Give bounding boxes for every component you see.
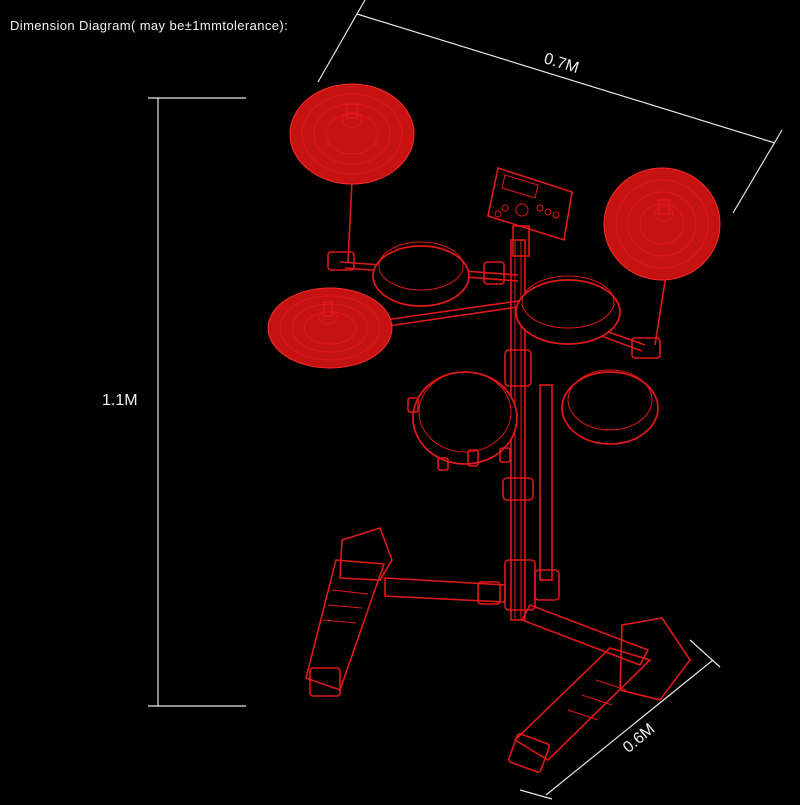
lower-left-bar <box>384 299 526 321</box>
pad-rim <box>515 279 621 345</box>
bar-clamp-center <box>483 261 505 285</box>
pedal-ridge <box>327 604 363 609</box>
snare-surface <box>418 371 512 453</box>
ride-cymbal-right <box>603 167 721 281</box>
stand-clamp-upper <box>504 349 532 387</box>
module-button-icon <box>544 208 552 216</box>
left-leg-rail <box>384 577 506 603</box>
pedal-heel <box>309 667 341 697</box>
pedal-ridge <box>567 709 599 721</box>
left-leg-clamp <box>477 581 501 605</box>
floor-tom-pad <box>561 369 659 445</box>
pad-surface <box>567 369 653 431</box>
cymbal-body <box>603 167 721 281</box>
cymbal-body <box>289 83 415 185</box>
snare-lug <box>407 397 419 413</box>
depth-dimension: 0.6M <box>519 639 721 800</box>
pedal-ridge <box>581 694 613 706</box>
cymbal-groove <box>639 203 685 245</box>
height-label: 1.1M <box>102 392 138 409</box>
height-dimension: 1.1M <box>102 97 246 707</box>
base-legs <box>384 577 650 666</box>
pedal-ridge <box>331 589 369 595</box>
snare-lug <box>499 447 511 463</box>
cymbal-bell <box>318 311 338 325</box>
depth-bottom-extension <box>519 789 553 800</box>
module-button-icon <box>501 204 509 212</box>
kick-pedal <box>507 617 691 773</box>
width-left-extension <box>317 0 366 83</box>
module-button-icon <box>536 204 544 212</box>
module-button-icon <box>494 210 502 218</box>
cymbal-groove <box>279 295 381 361</box>
tom-pad-1 <box>372 241 470 307</box>
bar-clamp-left <box>327 251 355 271</box>
hihat-cymbal <box>267 287 393 369</box>
width-dimension: 0.7M <box>317 0 783 214</box>
hihat-pedal <box>305 527 393 697</box>
snare-lug <box>437 457 449 471</box>
drum-module-assembly <box>487 166 573 257</box>
width-dimension-line <box>356 13 776 144</box>
cymbal-wingnut <box>346 103 358 119</box>
secondary-pole <box>539 384 553 581</box>
module-knob-icon <box>515 203 529 217</box>
pedal-ridge <box>322 619 357 624</box>
lower-left-bar-edge <box>387 305 526 327</box>
secondary-pole-clamp <box>534 569 560 601</box>
right-leg-rail <box>520 604 650 666</box>
kick-pedal-housing <box>619 617 691 701</box>
cymbal-groove <box>291 303 369 353</box>
pad-rim <box>372 245 470 307</box>
cymbal-groove <box>627 191 697 257</box>
cymbal-body <box>267 287 393 369</box>
pad-surface <box>521 275 615 329</box>
stand-base-clamp <box>504 559 536 611</box>
cymbal-wingnut <box>658 199 670 215</box>
right-cymbal-rod <box>654 274 667 346</box>
diagram-title: Dimension Diagram( may be±1mmtolerance): <box>10 18 289 33</box>
module-button-icon <box>552 211 560 219</box>
snare-pad <box>407 371 518 471</box>
snare-rim <box>412 371 518 465</box>
kick-pedal-footboard <box>513 647 652 762</box>
cymbal-groove <box>325 113 379 155</box>
cymbal-groove <box>301 93 403 175</box>
bar-clamp-right <box>631 337 661 359</box>
pad-surface <box>378 241 464 291</box>
module-screen <box>501 174 539 199</box>
drum-module <box>487 166 573 242</box>
drum-kit <box>267 83 721 773</box>
cymbal-bell <box>341 112 363 128</box>
tom-pad-2 <box>515 275 621 345</box>
cymbal-groove <box>615 179 709 269</box>
width-right-extension <box>732 129 783 214</box>
cymbal-wingnut <box>323 301 333 317</box>
depth-dimension-line <box>545 659 714 796</box>
pedal-heel-housing <box>339 527 393 581</box>
pad-rim <box>561 371 659 445</box>
crash-cymbal-left <box>289 83 415 185</box>
pedal-ridge <box>595 679 627 691</box>
cymbal-bell <box>654 205 674 223</box>
stand-clamp-mid <box>502 477 534 501</box>
depth-label: 0.6M <box>620 721 658 757</box>
depth-top-extension <box>689 639 721 668</box>
snare-lug <box>467 449 479 467</box>
kick-pedal-heel <box>507 733 551 773</box>
